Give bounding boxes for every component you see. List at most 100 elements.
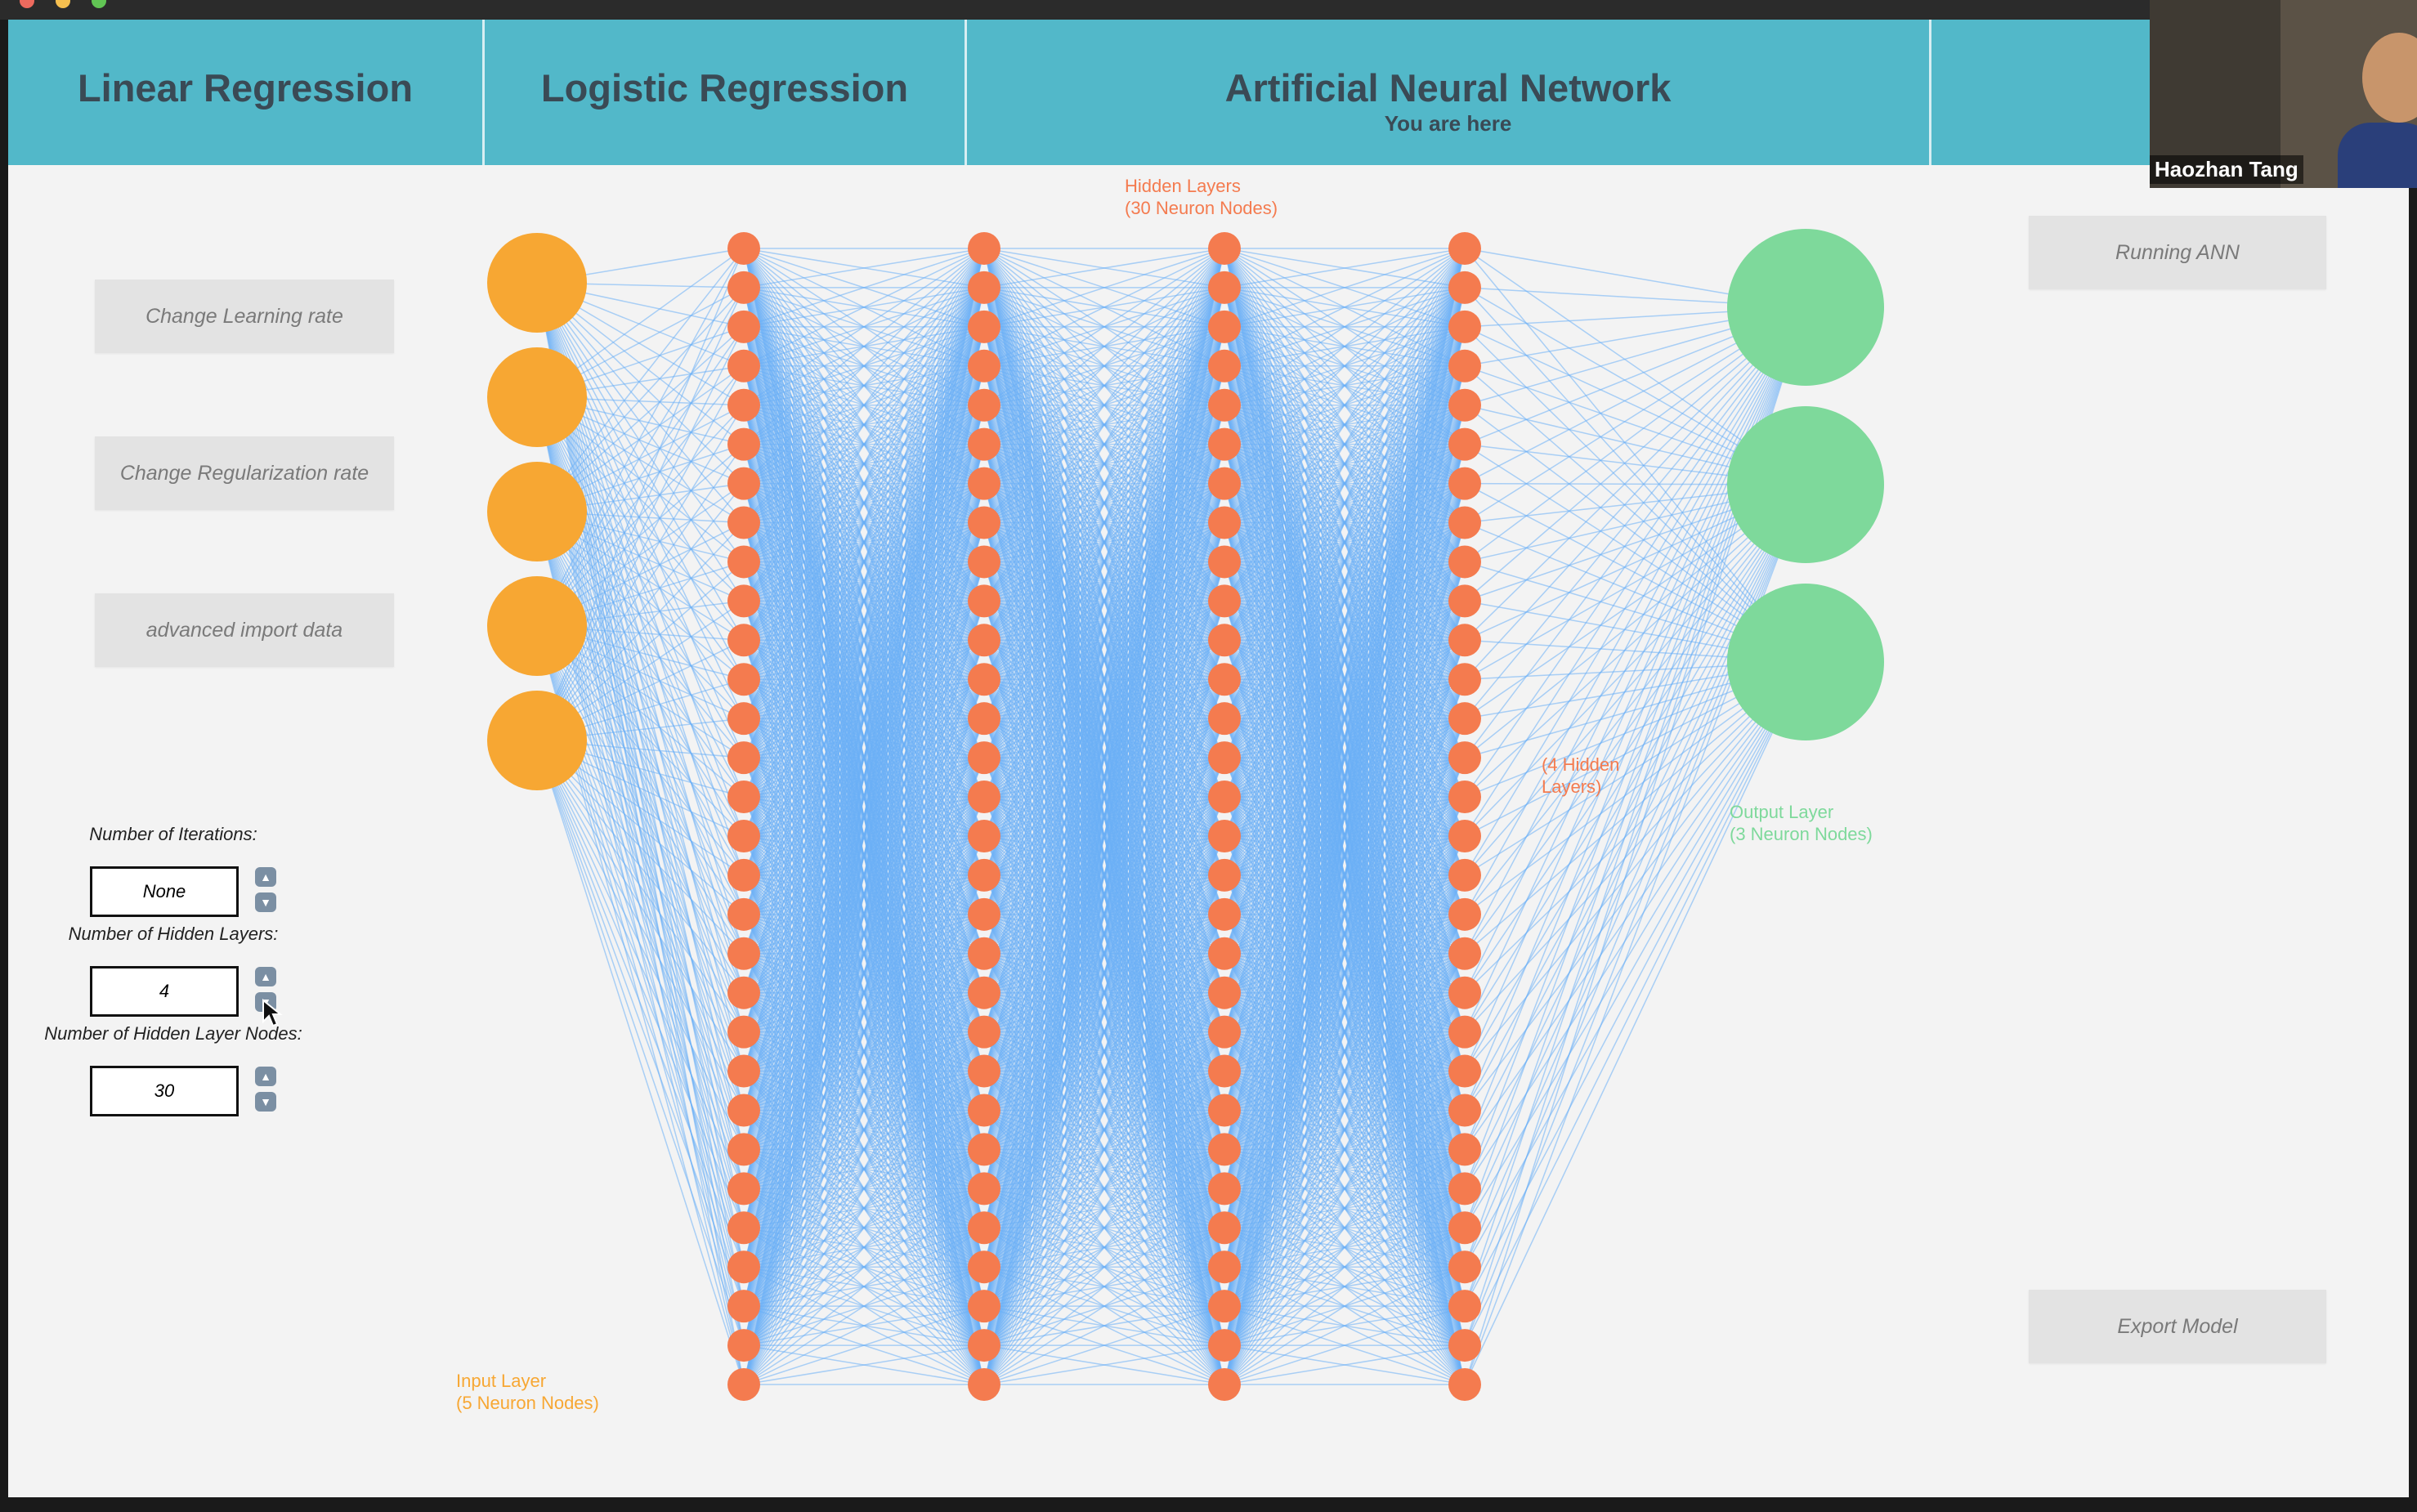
network-edge: [983, 1188, 1225, 1385]
network-edge: [983, 248, 1225, 915]
network-edge: [983, 248, 1225, 289]
hidden-node: [968, 976, 1000, 1009]
network-edge: [983, 248, 1225, 1032]
hidden-node: [1208, 349, 1241, 382]
network-edge: [983, 248, 1225, 993]
network-edge: [983, 1148, 1225, 1385]
running-ann-button[interactable]: Running ANN: [2029, 216, 2326, 289]
hidden-node: [968, 702, 1000, 736]
network-edge: [983, 248, 1225, 798]
hidden-layer-nodes-decrement-button[interactable]: ▼: [255, 1092, 276, 1112]
network-edge: [983, 248, 1225, 1346]
network-edge: [983, 875, 1225, 1385]
network-edge: [983, 1031, 1225, 1385]
network-edge: [1224, 483, 1466, 1385]
close-window-button[interactable]: [20, 0, 34, 8]
network-edge: [983, 287, 1225, 1385]
hidden-node: [1208, 271, 1241, 304]
hidden-node: [727, 741, 760, 775]
hidden-node: [968, 388, 1000, 422]
network-edge: [536, 740, 745, 1385]
network-edge: [743, 248, 985, 719]
network-edge: [983, 718, 1225, 1385]
network-edge: [983, 248, 1225, 562]
hidden-node: [727, 545, 760, 579]
hidden-node: [968, 232, 1000, 265]
hidden-node: [727, 506, 760, 539]
network-edge: [1464, 306, 1806, 915]
network-edge: [1224, 248, 1466, 758]
network-edge: [1464, 484, 1806, 994]
network-edge: [536, 282, 745, 602]
network-edge: [983, 248, 1225, 1385]
network-edge: [1224, 248, 1466, 798]
hidden-node: [968, 584, 1000, 618]
export-model-button[interactable]: Export Model: [2029, 1290, 2326, 1363]
network-edge: [1224, 248, 1466, 1189]
hidden-node: [968, 1211, 1000, 1245]
hidden-node: [968, 1368, 1000, 1401]
network-edge: [743, 248, 985, 680]
network-edge: [1224, 992, 1466, 1385]
network-edge: [743, 1109, 985, 1385]
network-edge: [743, 248, 985, 328]
iterations-input[interactable]: [90, 866, 239, 917]
network-edge: [536, 287, 745, 627]
network-edge: [983, 248, 1225, 1071]
hidden-node: [1448, 1172, 1481, 1206]
app-window: Linear Regression Logistic Regression Ar…: [8, 20, 2409, 1497]
iterations-decrement-button[interactable]: ▼: [255, 892, 276, 912]
network-edge: [983, 248, 1225, 406]
network-edge: [983, 914, 1225, 1385]
network-edge: [743, 248, 985, 445]
tab-logistic-regression[interactable]: Logistic Regression: [485, 20, 967, 165]
network-edge: [983, 444, 1225, 1385]
network-edge: [536, 405, 745, 741]
tab-linear-regression[interactable]: Linear Regression: [8, 20, 485, 165]
hidden-node: [968, 427, 1000, 461]
network-edge: [1224, 365, 1466, 1385]
output-node: [1727, 406, 1884, 563]
hidden-layers-input[interactable]: [90, 966, 239, 1017]
advanced-import-data-button[interactable]: advanced import data: [95, 593, 394, 667]
network-edge: [743, 248, 985, 406]
network-edge: [1464, 306, 1806, 641]
hidden-node: [968, 1250, 1000, 1284]
hidden-node: [968, 1094, 1000, 1127]
hidden-node: [1208, 232, 1241, 265]
network-edge: [1464, 484, 1806, 915]
maximize-window-button[interactable]: [92, 0, 106, 8]
hidden-node: [1208, 976, 1241, 1009]
tab-artificial-neural-network[interactable]: Artificial Neural Network You are here: [967, 20, 1931, 165]
network-edge: [1224, 248, 1466, 1071]
hidden-node: [727, 1133, 760, 1166]
hidden-node: [1448, 1054, 1481, 1088]
hidden-node: [727, 702, 760, 736]
network-edge: [536, 625, 745, 1071]
change-regularization-rate-button[interactable]: Change Regularization rate: [95, 436, 394, 510]
network-edge: [536, 511, 745, 955]
network-edge: [983, 1109, 1225, 1385]
network-edge: [536, 483, 745, 741]
minimize-window-button[interactable]: [56, 0, 70, 8]
network-edge: [743, 875, 985, 1385]
network-edge: [983, 953, 1225, 1385]
change-learning-rate-button[interactable]: Change Learning rate: [95, 280, 394, 353]
network-edge: [1464, 484, 1806, 955]
network-edge: [983, 248, 1225, 1307]
input-node: [487, 462, 587, 561]
network-edge: [983, 1227, 1225, 1385]
iterations-increment-button[interactable]: ▲: [255, 867, 276, 887]
hidden-layers-increment-button[interactable]: ▲: [255, 967, 276, 986]
network-edge: [1224, 1109, 1466, 1385]
network-edge: [983, 248, 1225, 602]
hidden-layer-nodes-input[interactable]: [90, 1066, 239, 1116]
hidden-layer-nodes-increment-button[interactable]: ▲: [255, 1067, 276, 1086]
network-edge: [743, 953, 985, 1385]
network-edge: [1464, 484, 1806, 876]
network-edge: [743, 718, 985, 1385]
network-edge: [1224, 248, 1466, 837]
hidden-layers-label: Number of Hidden Layers:: [68, 924, 279, 944]
network-edge: [983, 1344, 1225, 1385]
current-tab-indicator: You are here: [1384, 111, 1512, 136]
